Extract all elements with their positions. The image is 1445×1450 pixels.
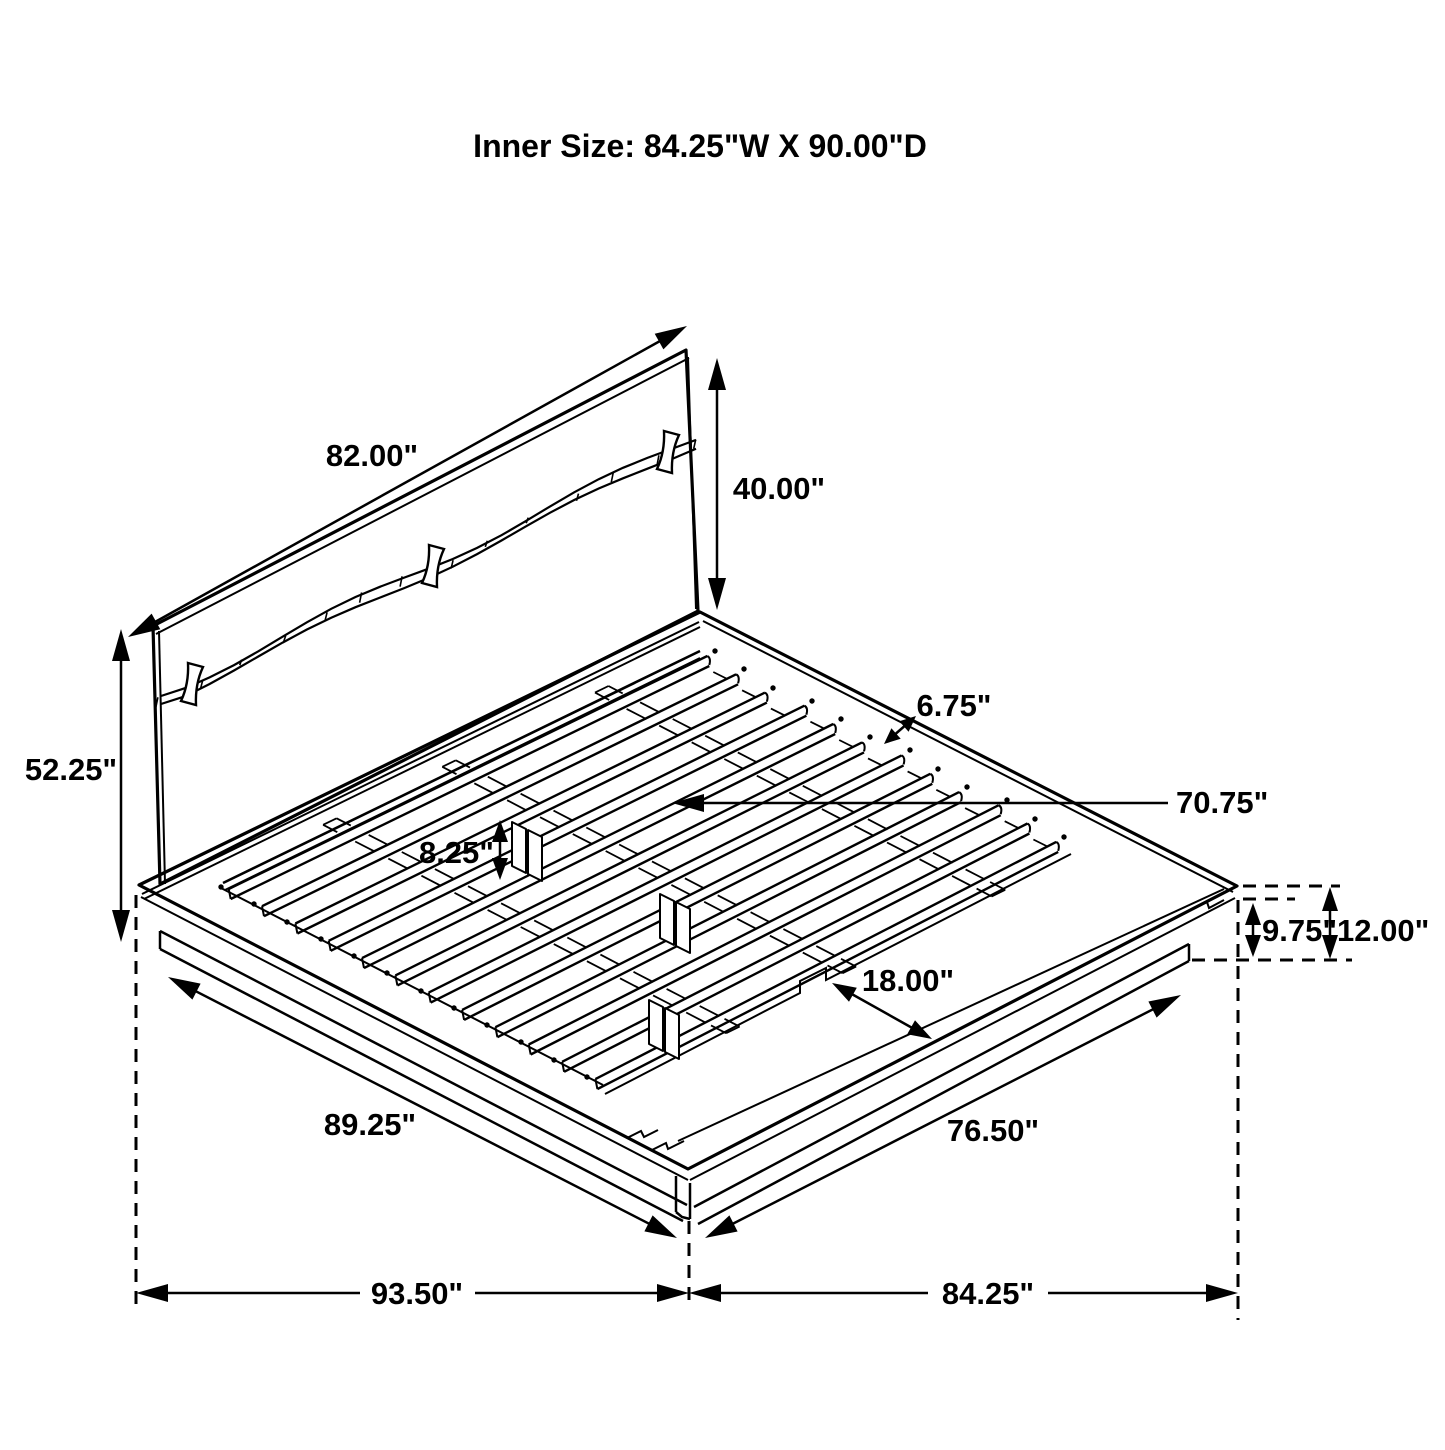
svg-text:76.50": 76.50" [947,1113,1039,1148]
svg-text:52.25": 52.25" [25,752,117,787]
svg-text:Inner Size: 84.25"W X 90.00"D: Inner Size: 84.25"W X 90.00"D [473,128,927,164]
svg-text:82.00": 82.00" [326,438,418,473]
svg-text:6.75": 6.75" [916,688,991,723]
svg-text:12.00": 12.00" [1337,913,1429,948]
svg-text:70.75": 70.75" [1176,785,1268,820]
svg-text:84.25": 84.25" [942,1276,1034,1311]
svg-text:40.00": 40.00" [733,471,825,506]
svg-text:89.25": 89.25" [324,1107,416,1142]
svg-text:8.25": 8.25" [419,835,494,870]
svg-text:18.00": 18.00" [862,963,954,998]
svg-text:93.50": 93.50" [371,1276,463,1311]
